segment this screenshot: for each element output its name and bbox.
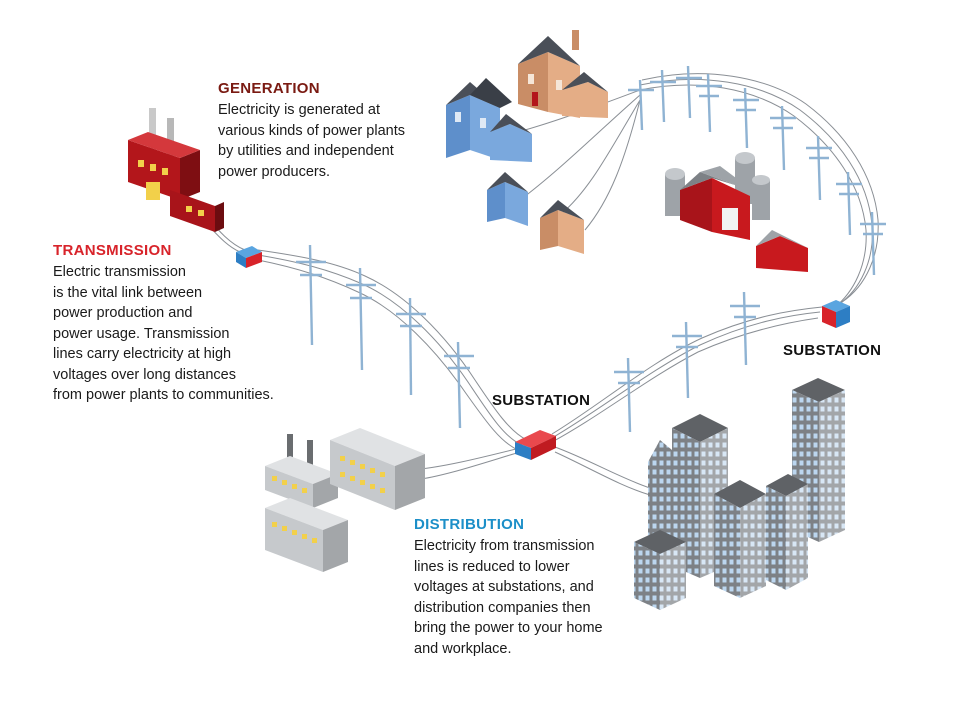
- transmission-section: TRANSMISSION Electric transmission is th…: [53, 242, 274, 406]
- skyscraper-icon: [634, 378, 845, 610]
- transmission-tower-icon: [296, 65, 886, 433]
- factory-icon: [265, 428, 425, 572]
- distribution-title: DISTRIBUTION: [414, 516, 525, 533]
- substation-label-right: SUBSTATION: [783, 342, 882, 359]
- generation-text: Electricity is generated at various kind…: [218, 102, 405, 180]
- house-icon: [446, 30, 608, 254]
- substation-icon: [236, 246, 850, 460]
- transmission-text: Electric transmission is the vital link …: [53, 264, 274, 403]
- substation-label-center: SUBSTATION: [492, 392, 591, 409]
- generation-title: GENERATION: [218, 80, 320, 97]
- distribution-section: DISTRIBUTION Electricity from transmissi…: [414, 516, 603, 659]
- generation-section: GENERATION Electricity is generated at v…: [218, 80, 405, 182]
- distribution-text: Electricity from transmission lines is r…: [414, 538, 603, 657]
- barn-icon: [680, 166, 808, 272]
- power-plant-icon: [128, 108, 224, 232]
- transmission-title: TRANSMISSION: [53, 242, 172, 259]
